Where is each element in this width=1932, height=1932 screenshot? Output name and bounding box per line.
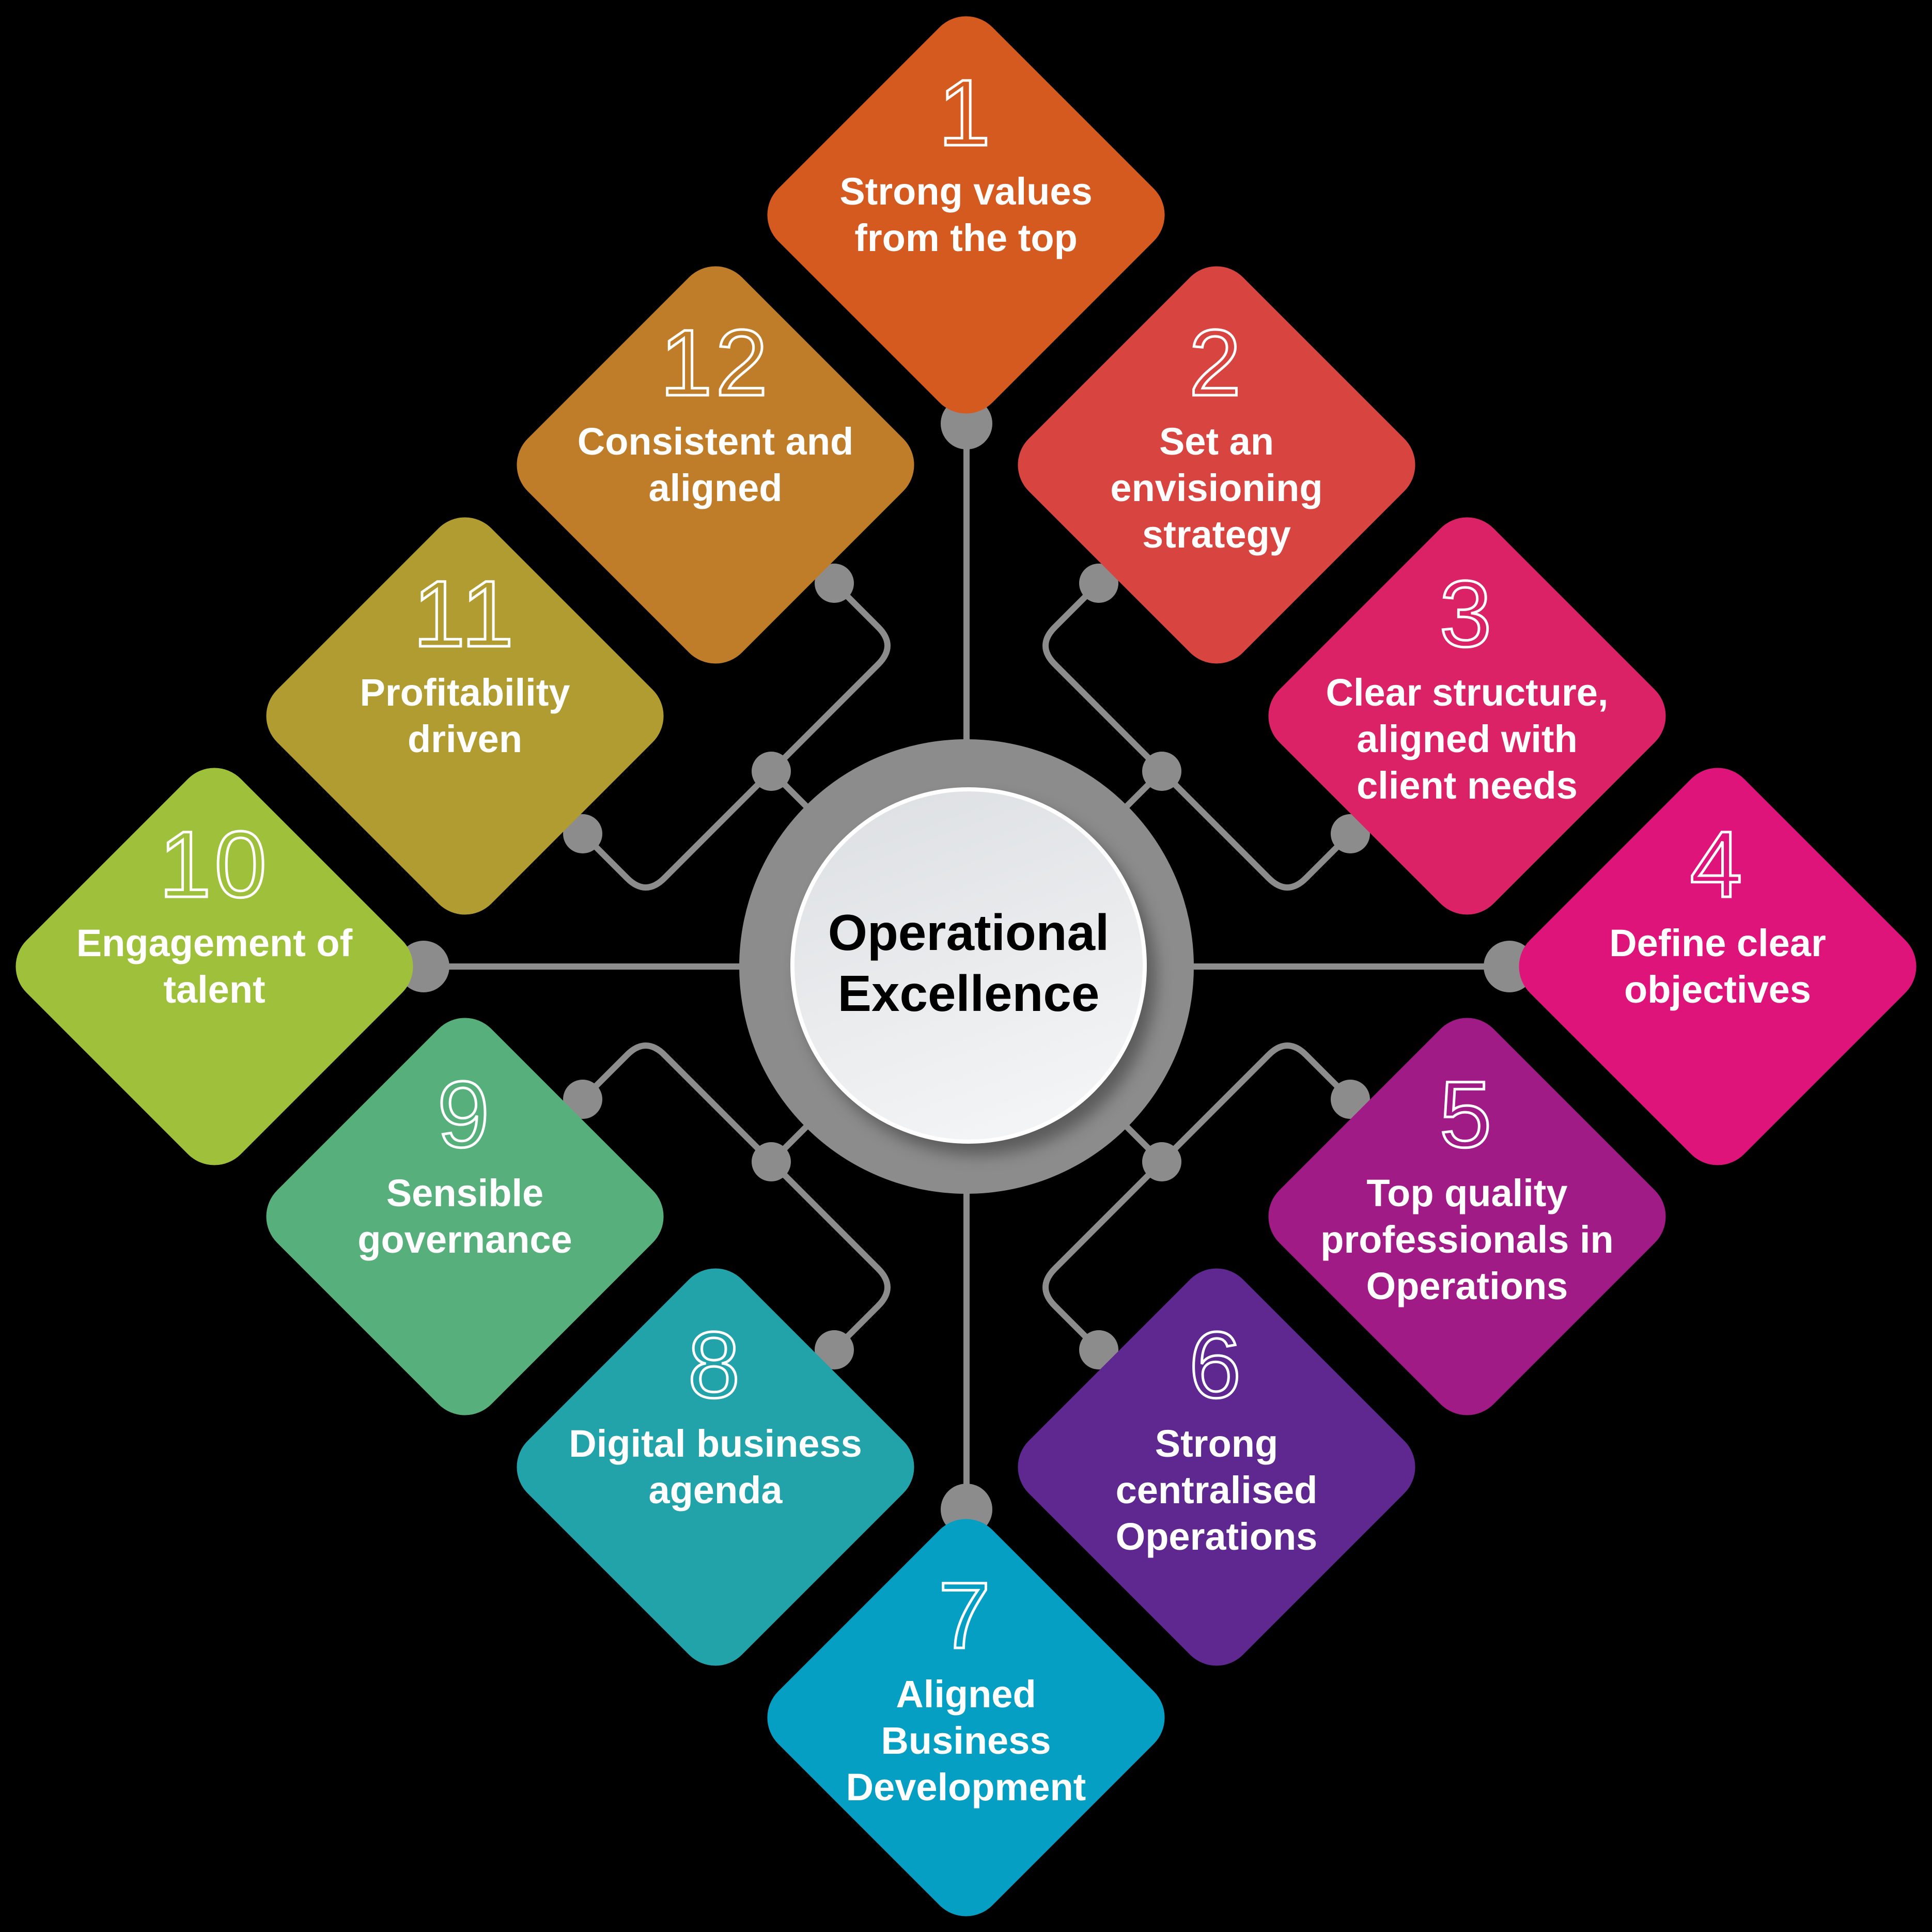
pillar-tile-10: 10 Engagement of talent [0,752,429,1181]
pillar-label: Engagement of talent [76,922,353,1011]
anchor-dot-6 [1079,1330,1118,1369]
anchor-dot-11 [563,814,602,853]
hub-title: Operational Excellence [828,902,1110,1024]
hub-circle: Operational Excellence [790,787,1147,1144]
pillar-label: Clear structure, aligned with client nee… [1326,671,1609,807]
pillar-number: 10 [158,812,270,917]
pillar-number: 2 [1188,310,1244,415]
pillar-number: 3 [1438,561,1495,666]
pillar-label: Aligned Business Development [846,1673,1086,1809]
pillar-number: 1 [937,60,994,165]
pillar-tile-2: 2 Set an envisioning strategy [1002,251,1431,679]
hub-title-line-2: Excellence [837,965,1100,1022]
pillar-tile-6: 6 Strong centralised Operations [1002,1253,1431,1681]
pillar-label: Consistent and aligned [577,420,854,509]
pillar-label: Digital business agenda [569,1422,862,1512]
pillar-number: 9 [436,1062,493,1167]
anchor-dot-3 [1331,814,1370,853]
anchor-dot-8 [815,1330,854,1369]
pillar-tile-11: 11 Profitability driven [251,502,679,930]
connector-5 [1159,1042,1353,1165]
anchor-dot-9 [563,1080,602,1119]
pillar-label: Set an envisioning strategy [1110,420,1323,556]
pillar-tile-3: 3 Clear structure, aligned with client n… [1253,502,1681,930]
pillar-tile-8: 8 Digital business agenda [501,1253,930,1681]
junction-node-lower-left [752,1142,791,1181]
connector-12 [768,580,891,774]
connector-2 [1042,580,1165,774]
pillar-tile-9: 9 Sensible governance [251,1002,679,1431]
pillar-tile-12: 12 Consistent and aligned [501,251,930,679]
anchor-dot-12 [815,564,854,603]
pillar-number: 4 [1689,812,1746,917]
pillar-number: 12 [659,310,771,415]
connector-9 [580,1042,774,1165]
pillar-label: Define clear objectives [1609,922,1826,1011]
pillar-tile-5: 5 Top quality professionals in Operation… [1253,1002,1681,1431]
junction-node-lower-right [1142,1142,1181,1181]
pillar-label: Top quality professionals in Operations [1320,1172,1614,1307]
pillar-number: 7 [937,1563,994,1668]
pillar-number: 8 [687,1312,743,1417]
connector-8 [768,1159,891,1353]
connector-6 [1042,1159,1165,1353]
pillar-tile-1: 1 Strong values from the top [752,1,1180,429]
hub-title-line-1: Operational [828,904,1110,961]
connector-3 [1159,768,1353,891]
junction-node-upper-left [752,752,791,791]
connector-11 [580,768,774,891]
pillar-number: 6 [1188,1312,1244,1417]
pillar-label: Strong centralised Operations [1115,1422,1318,1558]
pillar-label: Sensible governance [357,1172,572,1261]
pillar-number: 11 [412,561,517,666]
pillar-number: 5 [1438,1062,1495,1167]
anchor-dot-2 [1079,564,1118,603]
pillar-tile-4: 4 Define clear objectives [1503,752,1932,1181]
pillar-tile-7: 7 Aligned Business Development [752,1503,1180,1932]
pillar-label: Strong values from the top [839,170,1093,259]
pillar-label: Profitability driven [360,671,570,760]
junction-node-upper-right [1142,752,1181,791]
